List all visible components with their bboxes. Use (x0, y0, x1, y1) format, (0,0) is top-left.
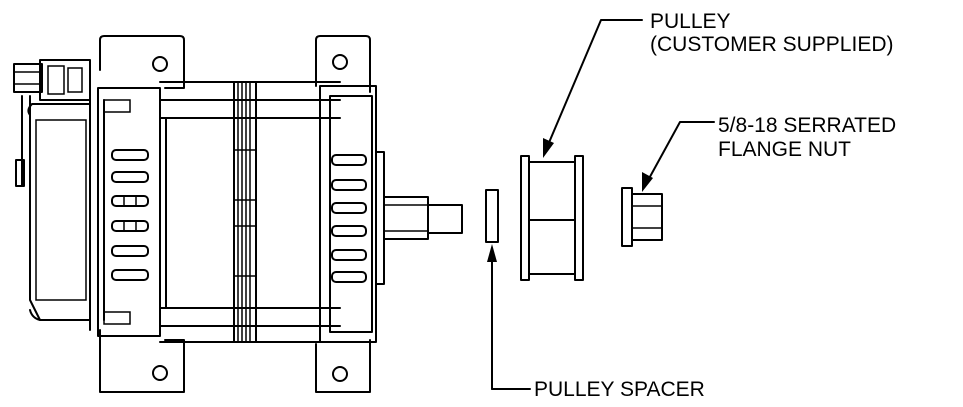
flange-nut-label-line2: FLANGE NUT (718, 138, 851, 161)
rear-mounting-ear-top (99, 35, 185, 89)
flange-nut-label-line1: 5/8-18 SERRATED (718, 114, 896, 137)
leader-arrowhead (487, 244, 497, 262)
pulley (520, 155, 584, 281)
rear-regulator-housing (13, 59, 91, 331)
pulley-spacer-label: PULLEY SPACER (534, 378, 705, 401)
serrated-flange-nut (621, 187, 663, 247)
front-mounting-ear-top (315, 35, 371, 93)
pulley-label-line2: (CUSTOMER SUPPLIED) (650, 33, 893, 56)
leader-arrowhead (642, 172, 653, 192)
pulley-leader (543, 19, 643, 158)
rear-end-frame (97, 87, 161, 337)
alternator-shaft (383, 196, 463, 240)
front-mounting-ear-bottom (315, 339, 371, 393)
pulley-spacer (485, 189, 499, 243)
rear-mounting-ear-bottom (99, 329, 185, 393)
pulley-label-line1: PULLEY (650, 10, 731, 33)
pulley-spacer-leader (487, 244, 531, 390)
stator-frame (159, 81, 341, 343)
alternator-body (13, 35, 463, 393)
leader-arrowhead (543, 138, 554, 158)
flange-nut-leader (642, 121, 715, 192)
front-end-frame (319, 85, 385, 343)
